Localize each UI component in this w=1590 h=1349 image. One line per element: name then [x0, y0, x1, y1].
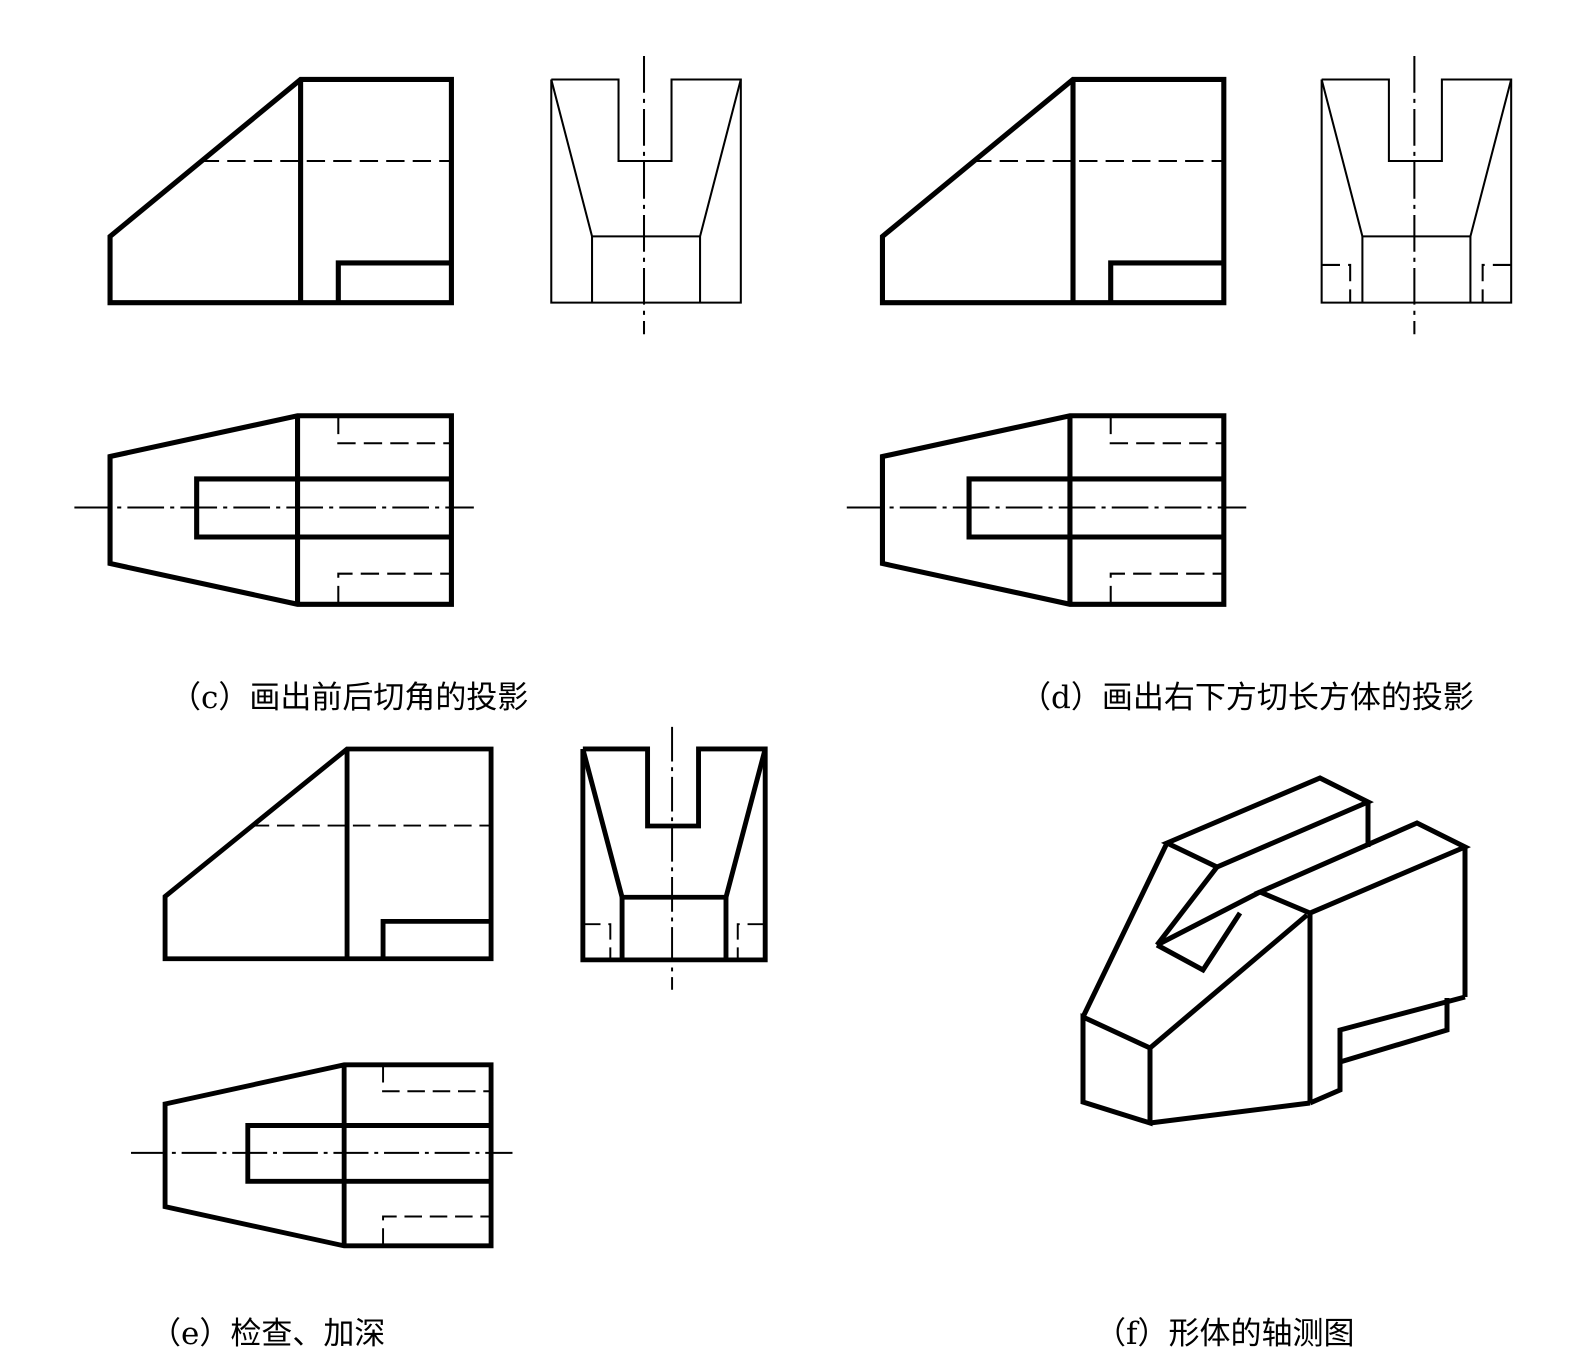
caption-c: （c）画出前后切角的投影: [170, 680, 529, 716]
caption-d: （d）画出右下方切长方体的投影: [1020, 680, 1474, 716]
top-view-e: [131, 1065, 512, 1246]
panel-e: [131, 726, 768, 1246]
caption-e: （e）检查、加深: [150, 1316, 386, 1349]
side-view-d: [1320, 56, 1513, 335]
front-view-d: [882, 79, 1223, 302]
side-view-c: [550, 56, 742, 335]
caption-f: （f）形体的轴测图: [1095, 1316, 1355, 1349]
top-view-c: [74, 416, 473, 605]
front-view-e: [165, 749, 491, 959]
panel-d: [847, 79, 1246, 604]
isometric-view-f: [1080, 775, 1471, 1127]
side-view-e: [580, 726, 768, 990]
front-view-c: [110, 79, 451, 302]
panel-c: [74, 56, 742, 605]
top-view-d: [847, 416, 1246, 605]
